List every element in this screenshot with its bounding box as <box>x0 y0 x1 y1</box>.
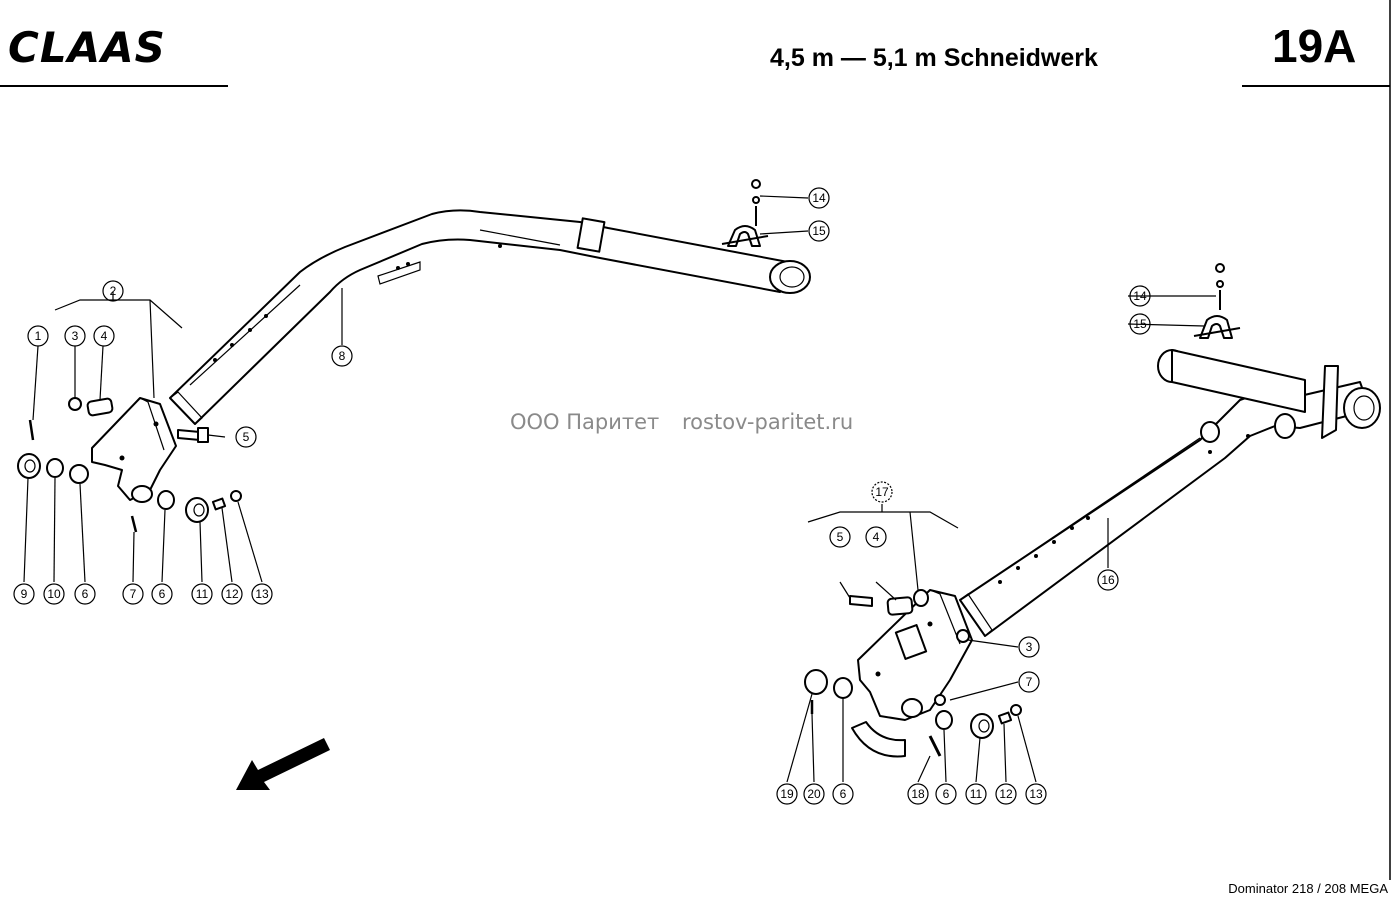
callout-14: 14 <box>808 187 830 209</box>
right-small-parts <box>804 595 1022 757</box>
callout-10: 10 <box>43 583 65 605</box>
svg-text:19: 19 <box>780 787 794 801</box>
callout-3: 3 <box>64 325 86 347</box>
callout-r12: 12 <box>995 783 1017 805</box>
svg-text:15: 15 <box>812 224 826 238</box>
svg-text:20: 20 <box>807 787 821 801</box>
callout-12: 12 <box>221 583 243 605</box>
page-number: 19A <box>1272 20 1356 72</box>
watermark-site: rostov-paritet.ru <box>682 410 853 434</box>
svg-text:1: 1 <box>35 329 42 343</box>
callout-9: 9 <box>13 583 35 605</box>
callout-5: 5 <box>235 426 257 448</box>
callout-r6a: 6 <box>832 783 854 805</box>
right-group-bracket <box>807 511 959 529</box>
callout-11: 11 <box>191 583 213 605</box>
right-bracket-plate <box>851 589 973 758</box>
callout-4: 4 <box>93 325 115 347</box>
svg-text:5: 5 <box>837 530 844 544</box>
callout-6a: 6 <box>74 583 96 605</box>
claas-logo: CLAAS <box>8 23 166 72</box>
callout-6b: 6 <box>151 583 173 605</box>
svg-text:17: 17 <box>875 485 889 499</box>
svg-text:9: 9 <box>21 587 28 601</box>
svg-text:7: 7 <box>130 587 137 601</box>
svg-text:6: 6 <box>840 787 847 801</box>
svg-text:10: 10 <box>47 587 61 601</box>
svg-text:15: 15 <box>1133 317 1147 331</box>
svg-text:18: 18 <box>911 787 925 801</box>
callout-r15: 15 <box>1129 313 1151 335</box>
callout-r16: 16 <box>1097 569 1119 591</box>
callout-r7: 7 <box>1018 671 1040 693</box>
left-group-bracket <box>54 299 183 329</box>
callout-8: 8 <box>331 345 353 367</box>
callout-r18: 18 <box>907 783 929 805</box>
callout-r17: 17 <box>871 481 893 503</box>
svg-text:13: 13 <box>1029 787 1043 801</box>
callout-1: 1 <box>27 325 49 347</box>
svg-text:6: 6 <box>82 587 89 601</box>
svg-text:3: 3 <box>72 329 79 343</box>
svg-text:11: 11 <box>196 587 209 601</box>
callout-r6b: 6 <box>935 783 957 805</box>
leader-lines <box>23 195 1216 783</box>
svg-text:14: 14 <box>812 191 826 205</box>
svg-text:2: 2 <box>110 284 117 298</box>
callout-r13: 13 <box>1025 783 1047 805</box>
callout-r3: 3 <box>1018 636 1040 658</box>
callouts-right: 3 4 5 6 6 7 11 12 13 14 15 16 17 18 19 2… <box>776 285 1151 805</box>
svg-text:12: 12 <box>225 587 239 601</box>
callout-r11: 11 <box>965 783 987 805</box>
callout-13: 13 <box>251 583 273 605</box>
left-clip-part-15 <box>721 179 769 247</box>
callout-2: 2 <box>102 280 124 302</box>
svg-text:11: 11 <box>970 787 983 801</box>
svg-text:8: 8 <box>339 349 346 363</box>
footer-model: Dominator 218 / 208 MEGA <box>1228 881 1388 896</box>
callout-r5: 5 <box>829 526 851 548</box>
watermark-company: ООО Паритет <box>510 410 659 434</box>
callouts-left: 1 2 3 4 5 6 6 7 8 9 10 11 12 13 14 15 <box>13 187 830 605</box>
callout-r20: 20 <box>803 783 825 805</box>
svg-text:4: 4 <box>101 329 108 343</box>
left-small-parts <box>17 397 242 533</box>
left-bracket-plate <box>91 397 177 503</box>
direction-arrow <box>236 738 330 790</box>
svg-text:16: 16 <box>1101 573 1115 587</box>
callout-r19: 19 <box>776 783 798 805</box>
callout-r4: 4 <box>865 526 887 548</box>
svg-text:7: 7 <box>1026 675 1033 689</box>
callout-7: 7 <box>122 583 144 605</box>
svg-text:6: 6 <box>943 787 950 801</box>
svg-text:3: 3 <box>1026 640 1033 654</box>
callout-r14: 14 <box>1129 285 1151 307</box>
svg-text:5: 5 <box>243 430 250 444</box>
left-arm-tube <box>169 209 811 425</box>
svg-text:6: 6 <box>159 587 166 601</box>
svg-text:4: 4 <box>873 530 880 544</box>
right-arm-tube <box>959 349 1381 637</box>
callout-15: 15 <box>808 220 830 242</box>
page-title: 4,5 m — 5,1 m Schneidwerk <box>770 44 1098 72</box>
right-clip-part-15 <box>1193 263 1241 339</box>
svg-text:12: 12 <box>999 787 1013 801</box>
svg-text:14: 14 <box>1133 289 1147 303</box>
svg-text:13: 13 <box>255 587 269 601</box>
